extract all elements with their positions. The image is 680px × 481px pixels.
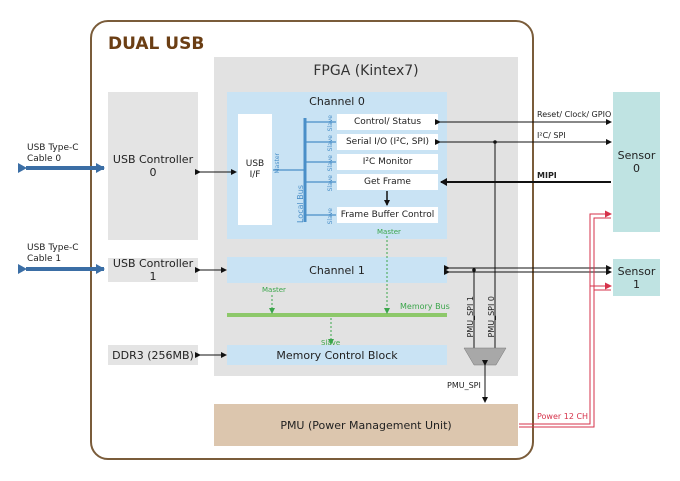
i2c-monitor-label: I²C Monitor	[362, 157, 413, 167]
sensor-0-block: Sensor 0	[613, 92, 660, 232]
usb-if-line1: USB	[245, 158, 265, 169]
channel-1-label: Channel 1	[309, 263, 365, 277]
fbc-master-label: Master	[377, 228, 401, 236]
usb-if-line2: I/F	[249, 169, 261, 180]
ddr3-block: DDR3 (256MB)	[108, 345, 198, 365]
memory-control-label: Memory Control Block	[276, 348, 398, 362]
control-status-label: Control/ Status	[353, 117, 422, 127]
reset-clock-gpio-label: Reset/ Clock/ GPIO	[537, 110, 612, 119]
cable-1-line2: Cable 1	[27, 254, 62, 264]
memory-control-block: Memory Control Block	[227, 345, 447, 365]
channel-1-master-label: Master	[262, 286, 286, 294]
page-title: DUAL USB	[108, 34, 205, 54]
channel-1-block: Channel 1	[227, 257, 447, 283]
pmu-spi-label: PMU_SPI	[447, 381, 481, 390]
sensor-0-label: Sensor 0	[617, 149, 656, 175]
ddr3-label: DDR3 (256MB)	[112, 348, 194, 362]
power-12ch-label: Power 12 CH	[537, 412, 589, 421]
sensor-1-block: Sensor 1	[613, 259, 660, 296]
serial-io-label: Serial I/O (I²C, SPI)	[345, 137, 430, 147]
cable-0-line2: Cable 0	[27, 154, 62, 164]
i2c-monitor-block: I²C Monitor	[337, 154, 438, 170]
usb-controller-0: USB Controller 0	[108, 92, 198, 240]
cable-1-label: USB Type-C Cable 1	[27, 243, 79, 265]
cable-0-label: USB Type-C Cable 0	[27, 143, 79, 165]
sensor-1-label: Sensor 1	[617, 264, 656, 291]
channel-0-title: Channel 0	[309, 95, 365, 108]
i2c-spi-label: I²C/ SPI	[537, 131, 566, 140]
usb-controller-0-label: USB Controller 0	[112, 153, 194, 179]
get-frame-label: Get Frame	[364, 177, 411, 187]
memory-bus-line	[227, 313, 447, 317]
fpga-title: FPGA (Kintex7)	[313, 63, 419, 79]
pmu-label: PMU (Power Management Unit)	[280, 418, 452, 432]
control-status-block: Control/ Status	[337, 114, 438, 130]
serial-io-block: Serial I/O (I²C, SPI)	[337, 134, 438, 150]
cable-1-line1: USB Type-C	[27, 243, 79, 253]
frame-buffer-control-label: Frame Buffer Control	[340, 210, 435, 220]
usb-controller-1-label: USB Controller 1	[112, 257, 194, 283]
get-frame-block: Get Frame	[337, 174, 438, 190]
cable-0-line1: USB Type-C	[27, 143, 79, 153]
usb-if-block: USB I/F	[238, 114, 272, 225]
spi-mux	[463, 347, 507, 366]
frame-buffer-control-block: Frame Buffer Control	[337, 207, 438, 223]
mipi-label: MIPI	[537, 171, 557, 180]
usb-controller-1: USB Controller 1	[108, 257, 198, 283]
pmu-block: PMU (Power Management Unit)	[214, 404, 518, 446]
memory-bus-label: Memory Bus	[400, 302, 450, 311]
power-line-sensor0	[519, 210, 612, 425]
